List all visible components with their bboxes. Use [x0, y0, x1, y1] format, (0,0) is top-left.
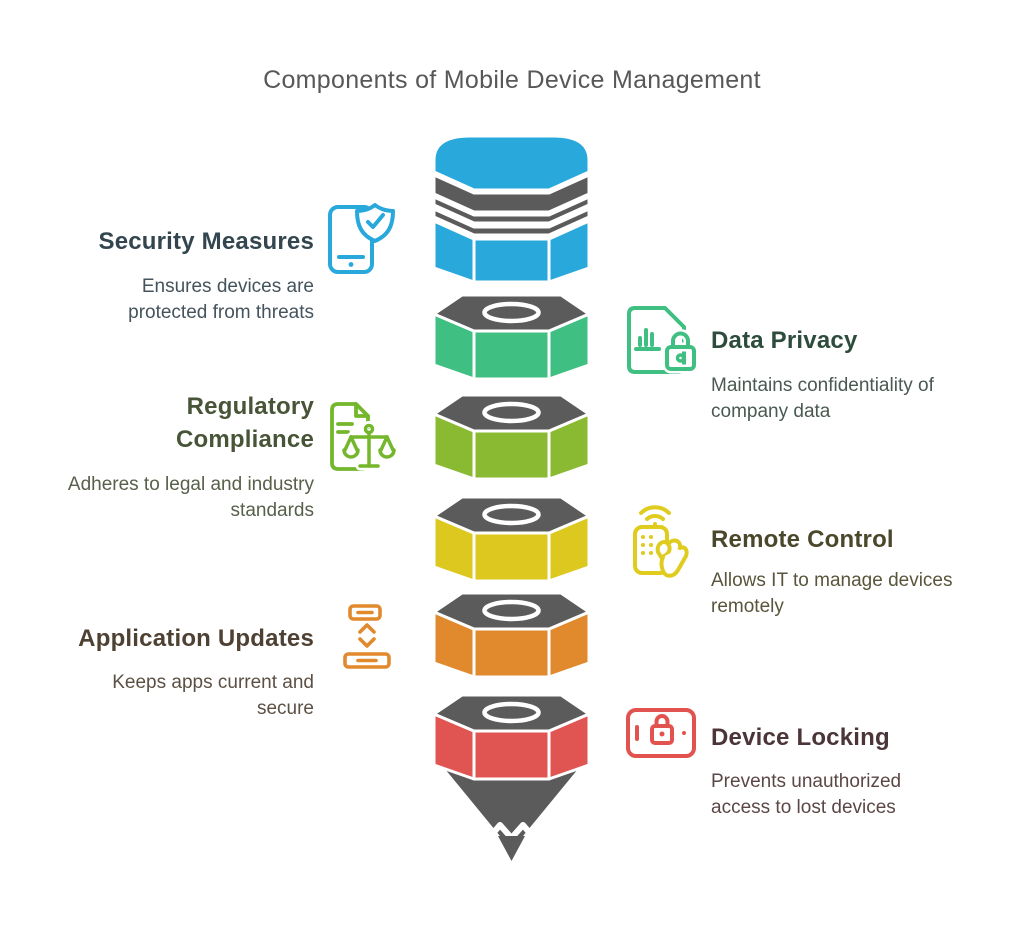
pencil-tip	[436, 758, 587, 861]
section-title: Remote Control	[711, 526, 894, 553]
section-title: Device Locking	[711, 724, 890, 751]
phone-lock-icon	[626, 708, 696, 758]
phone-shield-icon	[328, 203, 395, 274]
section-description: Maintains confidentiality of company dat…	[711, 375, 934, 422]
section-description: Keeps apps current and secure	[112, 672, 314, 719]
ferrule-band	[432, 173, 591, 214]
app-update-bars-icon	[343, 604, 391, 669]
funnel-disc-application-updates	[432, 591, 591, 679]
page-title: Components of Mobile Device Management	[263, 66, 761, 94]
section-title: Security Measures	[98, 228, 314, 255]
funnel-disc-device-locking	[432, 693, 591, 781]
section-description: Adheres to legal and industry standards	[67, 474, 314, 521]
remote-hand-icon	[633, 505, 689, 578]
section-title: Application Updates	[78, 625, 314, 652]
ferrule-stripe	[432, 207, 591, 237]
funnel-disc-remote-control	[432, 495, 591, 583]
document-lock-icon	[627, 306, 699, 374]
section-description: Allows IT to manage devices remotely	[711, 570, 953, 617]
section-title: Regulatory Compliance	[175, 393, 314, 453]
eraser-dome	[432, 134, 591, 192]
section-title: Data Privacy	[711, 327, 858, 354]
funnel-disc-regulatory-compliance	[432, 393, 591, 481]
eraser-cap	[432, 134, 591, 284]
section-description: Ensures devices are protected from threa…	[128, 276, 314, 323]
pencil-funnel-diagram	[432, 134, 591, 861]
section-description: Prevents unauthorized access to lost dev…	[711, 771, 902, 818]
funnel-disc-data-privacy	[432, 293, 591, 381]
ferrule-stripe	[432, 195, 591, 225]
document-scales-icon	[330, 402, 399, 471]
